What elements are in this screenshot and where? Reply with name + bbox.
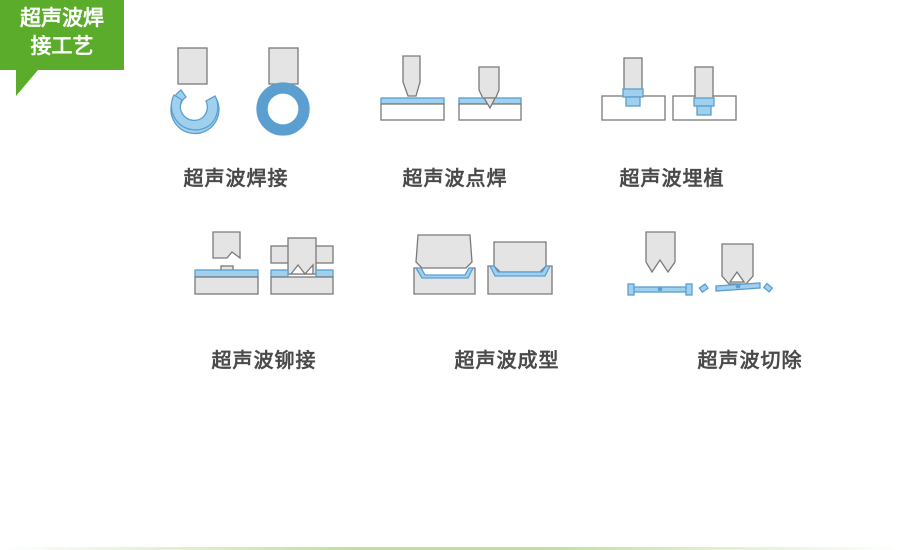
- caption-inserting: 超声波埋植: [619, 166, 725, 190]
- caption-spot-welding: 超声波点焊: [402, 166, 508, 190]
- badge-ribbon-shape: [0, 0, 124, 96]
- ultrasonic-cutting-icon: [627, 231, 774, 296]
- badge-title: 超声波焊 接工艺: [0, 4, 124, 60]
- caption-riveting: 超声波铆接: [211, 348, 317, 372]
- ultrasonic-forming-icon: [413, 234, 553, 295]
- caption-cutting: 超声波切除: [697, 348, 803, 372]
- ultrasonic-inserting-icon: [601, 57, 737, 121]
- ultrasonic-welding-icon: [170, 47, 310, 136]
- ultrasonic-riveting-icon: [194, 231, 334, 295]
- caption-welding: 超声波焊接: [183, 166, 289, 190]
- ultrasonic-spot-welding-icon: [380, 55, 522, 121]
- caption-forming: 超声波成型: [454, 348, 560, 372]
- badge-title-line1: 超声波焊: [20, 6, 104, 30]
- badge-title-line2: 接工艺: [30, 34, 94, 58]
- section-badge: 超声波焊 接工艺: [0, 0, 124, 98]
- bottom-divider: [0, 547, 900, 550]
